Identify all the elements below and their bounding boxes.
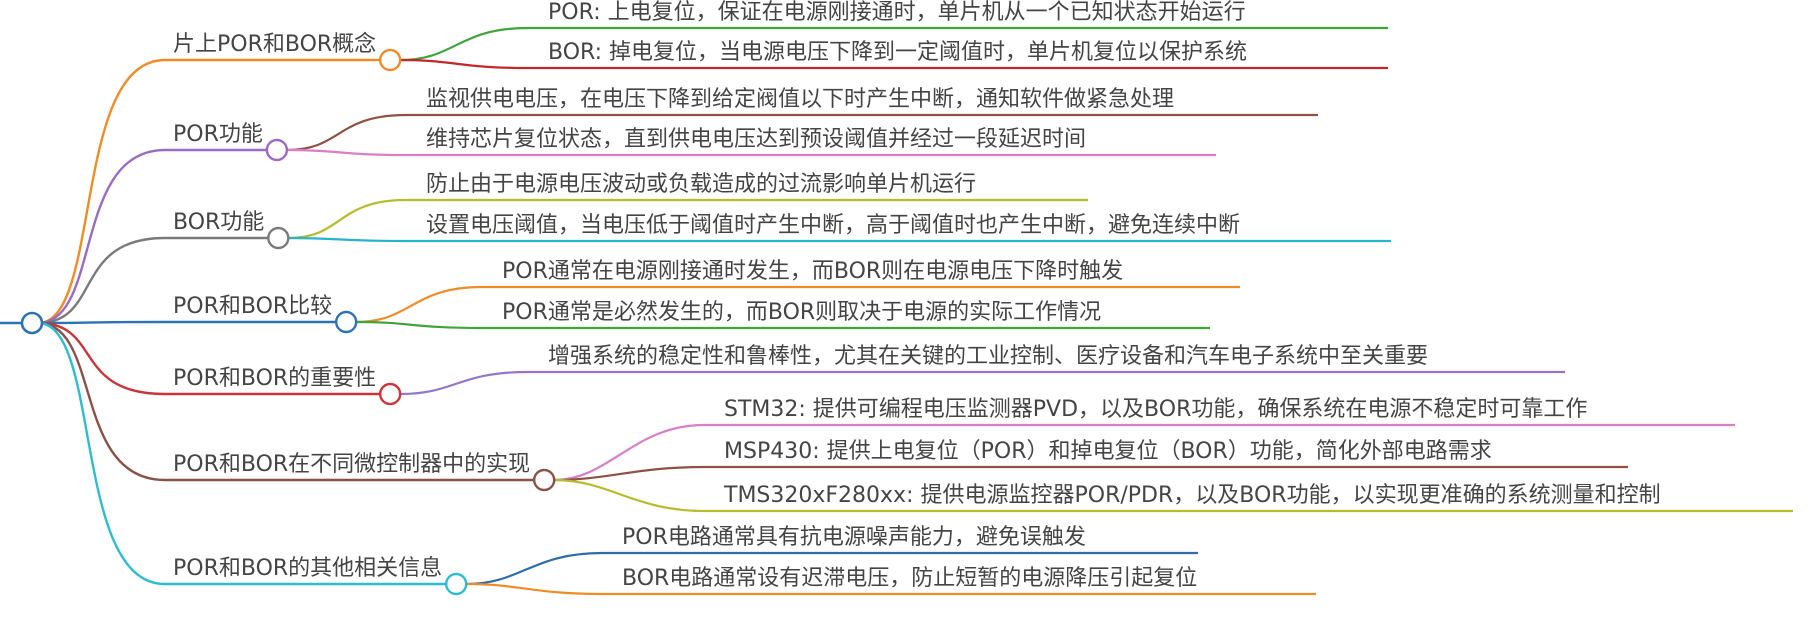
mindmap-nodes <box>20 48 556 596</box>
leaf-link <box>400 26 1388 62</box>
leaf-label: 防止由于电源电压波动或负载造成的过流影响单片机运行 <box>426 172 976 197</box>
branch-link <box>37 321 535 482</box>
branch-link <box>37 58 381 325</box>
branch-label: POR功能 <box>173 122 263 147</box>
branch-label: POR和BOR的其他相关信息 <box>173 556 442 581</box>
branch-label: POR和BOR比较 <box>173 294 332 319</box>
branch-label: POR和BOR在不同微控制器中的实现 <box>173 452 530 477</box>
leaf-label: BOR电路通常设有迟滞电压，防止短暂的电源降压引起复位 <box>622 566 1197 591</box>
branch-label: POR和BOR的重要性 <box>173 366 376 391</box>
leaf-label: MSP430: 提供上电复位（POR）和掉电复位（BOR）功能，简化外部电路需求 <box>724 439 1492 464</box>
leaf-label: 监视供电电压，在电压下降到给定阀值以下时产生中断，通知软件做紧急处理 <box>426 87 1174 112</box>
branch-node <box>378 382 402 406</box>
leaf-link <box>286 113 1318 152</box>
mindmap-labels: 片上POR和BOR概念 POR: 上电复位，保证在电源刚接通时，单片机从一个已知状… <box>173 0 1661 591</box>
leaf-link <box>554 478 1793 513</box>
leaf-label: POR通常是必然发生的，而BOR则取决于电源的实际工作情况 <box>502 300 1101 325</box>
branch-node <box>378 48 402 72</box>
leaf-link <box>400 58 1388 70</box>
branch-node <box>265 138 289 162</box>
leaf-label: STM32: 提供可编程电压监测器PVD，以及BOR功能，确保系统在电源不稳定时… <box>724 397 1587 422</box>
root-node <box>20 311 44 335</box>
branch-link <box>37 321 447 586</box>
branch-link <box>37 148 267 325</box>
branch-label: 片上POR和BOR概念 <box>173 32 376 57</box>
leaf-link <box>288 198 1088 240</box>
leaf-link <box>466 551 1198 586</box>
leaf-link <box>288 236 1391 243</box>
leaf-label: BOR: 掉电复位，当电源电压下降到一定阈值时，单片机复位以保护系统 <box>548 40 1247 65</box>
leaf-label: TMS320xF280xx: 提供电源监控器POR/PDR，以及BOR功能，以实… <box>723 483 1661 508</box>
leaf-label: 设置电压阈值，当电压低于阈值时产生中断，高于阈值时也产生中断，避免连续中断 <box>426 213 1240 238</box>
leaf-label: POR: 上电复位，保证在电源刚接通时，单片机从一个已知状态开始运行 <box>548 0 1246 25</box>
leaf-link <box>356 320 1210 330</box>
branch-node <box>532 468 556 492</box>
mindmap-links <box>0 26 1793 596</box>
leaf-link <box>356 285 1240 324</box>
leaf-link <box>554 465 1628 482</box>
branch-link <box>37 321 381 396</box>
leaf-link <box>554 423 1735 482</box>
leaf-label: POR通常在电源刚接通时发生，而BOR则在电源电压下降时触发 <box>502 259 1123 284</box>
branch-node <box>267 226 290 250</box>
leaf-link <box>466 582 1316 596</box>
branch-label: BOR功能 <box>173 210 264 235</box>
branch-link <box>37 236 269 325</box>
leaf-label: POR电路通常具有抗电源噪声能力，避免误触发 <box>622 525 1086 550</box>
leaf-label: 维持芯片复位状态，直到供电电压达到预设阈值并经过一段延迟时间 <box>426 127 1086 152</box>
branch-node <box>444 572 468 596</box>
leaf-label: 增强系统的稳定性和鲁棒性，尤其在关键的工业控制、医疗设备和汽车电子系统中至关重要 <box>548 344 1428 369</box>
leaf-link <box>400 370 1565 396</box>
branch-node <box>334 310 358 334</box>
branch-link <box>37 320 337 325</box>
leaf-link <box>286 148 1216 157</box>
